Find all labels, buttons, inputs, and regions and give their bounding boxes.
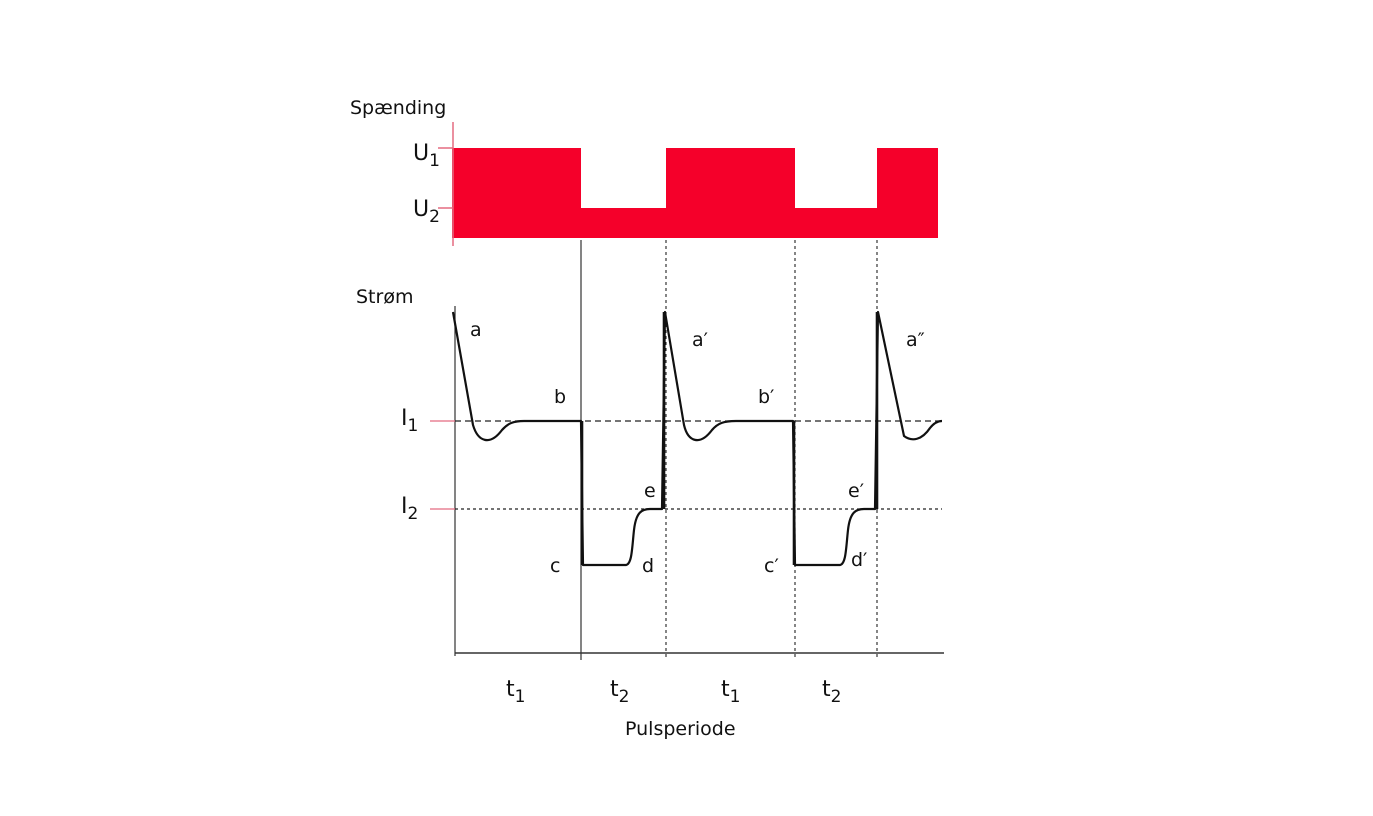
point-e-label: e <box>644 480 656 502</box>
u1-label: U1 <box>413 141 440 171</box>
point-a1-label: a′ <box>692 329 708 351</box>
i1-label: I1 <box>401 406 418 436</box>
t1-label-first: t1 <box>506 677 525 707</box>
point-c-label: c <box>550 555 560 577</box>
voltage-axis-label: Spænding <box>350 97 446 119</box>
point-d-label: d <box>642 555 654 577</box>
t1-label-second: t1 <box>721 677 740 707</box>
i2-label: I2 <box>401 494 418 524</box>
point-b1-label: b′ <box>758 386 774 408</box>
voltage-panel: Spænding U1 U2 <box>350 97 938 246</box>
current-waveform <box>451 310 943 567</box>
voltage-waveform <box>452 148 938 238</box>
point-c1-label: c′ <box>764 555 779 577</box>
current-panel: Strøm I1 I2 a b c d e a′ b′ c′ d′ e′ a″ … <box>356 240 944 740</box>
point-a-label: a <box>470 319 482 341</box>
point-b-label: b <box>554 386 566 408</box>
u2-label: U2 <box>413 197 440 227</box>
time-axis-label: Pulsperiode <box>625 718 736 740</box>
t2-label-first: t2 <box>610 677 629 707</box>
current-axis-label: Strøm <box>356 286 413 308</box>
point-e1-label: e′ <box>848 480 864 502</box>
t2-label-second: t2 <box>822 677 841 707</box>
point-d1-label: d′ <box>851 549 867 571</box>
point-a2-label: a″ <box>906 329 925 351</box>
